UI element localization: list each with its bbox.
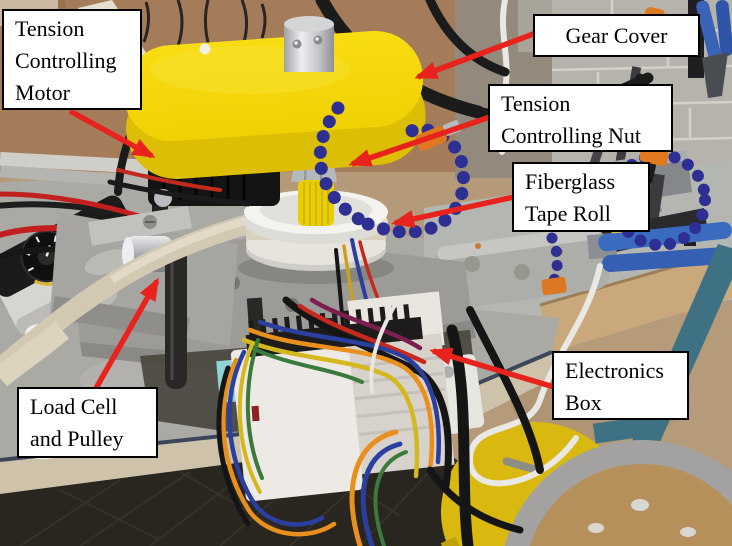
cable-spool	[504, 440, 732, 546]
label-fiberglass-tape-roll: Fiberglass Tape Roll	[512, 162, 650, 232]
label-gear-cover: Gear Cover	[533, 14, 700, 57]
rig-wires	[107, 168, 394, 338]
label-load-cell-and-pulley: Load Cell and Pulley	[17, 387, 158, 458]
label-tension-controlling-motor: Tension Controlling Motor	[2, 9, 142, 110]
gear-cover	[123, 16, 426, 179]
label-tension-controlling-nut: Tension Controlling Nut	[488, 84, 673, 152]
wire-bundle	[216, 296, 544, 546]
label-electronics-box: Electronics Box	[552, 351, 689, 420]
